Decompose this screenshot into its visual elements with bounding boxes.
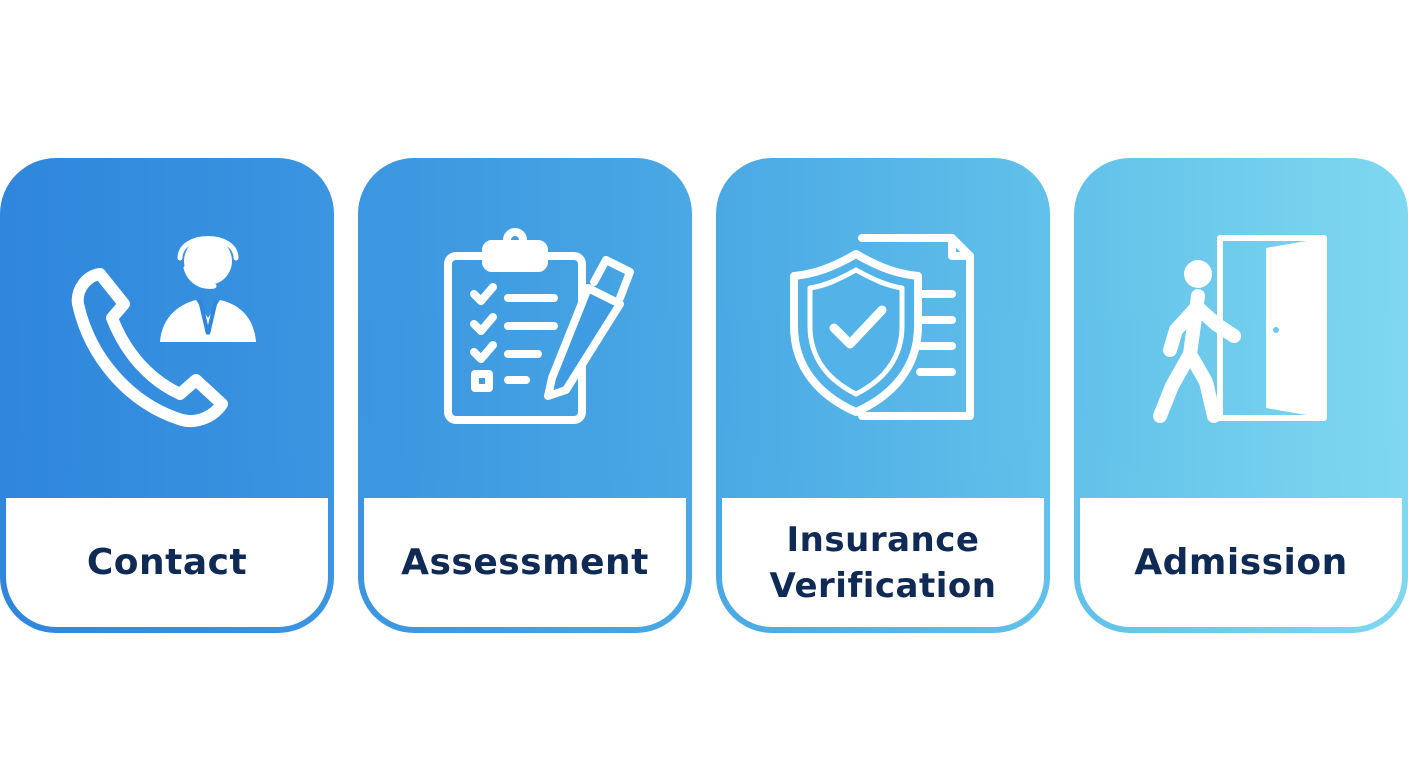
person-entering-door-icon	[1153, 235, 1327, 423]
phone-agent-icon	[71, 236, 256, 427]
card-cap	[1080, 318, 1402, 490]
step-card-insurance-verification: Insurance Verification	[716, 158, 1050, 633]
step-label-assessment: Assessment	[401, 541, 649, 583]
step-card-admission: Admission	[1074, 158, 1408, 633]
card-label-area	[722, 498, 1044, 627]
card-cap	[364, 318, 686, 490]
step-card-assessment: Assessment	[358, 158, 692, 633]
card-label-area	[1080, 498, 1402, 627]
shield-document-icon	[790, 234, 974, 420]
card-cap	[6, 318, 328, 490]
clipboard-checklist-icon	[444, 228, 634, 424]
step-card-contact: Contact	[0, 158, 334, 633]
step-label-insurance-verification: Insurance Verification	[769, 519, 997, 606]
card-label-area	[6, 498, 328, 627]
card-label-area	[364, 498, 686, 627]
step-label-contact: Contact	[86, 541, 248, 583]
step-label-admission: Admission	[1134, 541, 1348, 583]
